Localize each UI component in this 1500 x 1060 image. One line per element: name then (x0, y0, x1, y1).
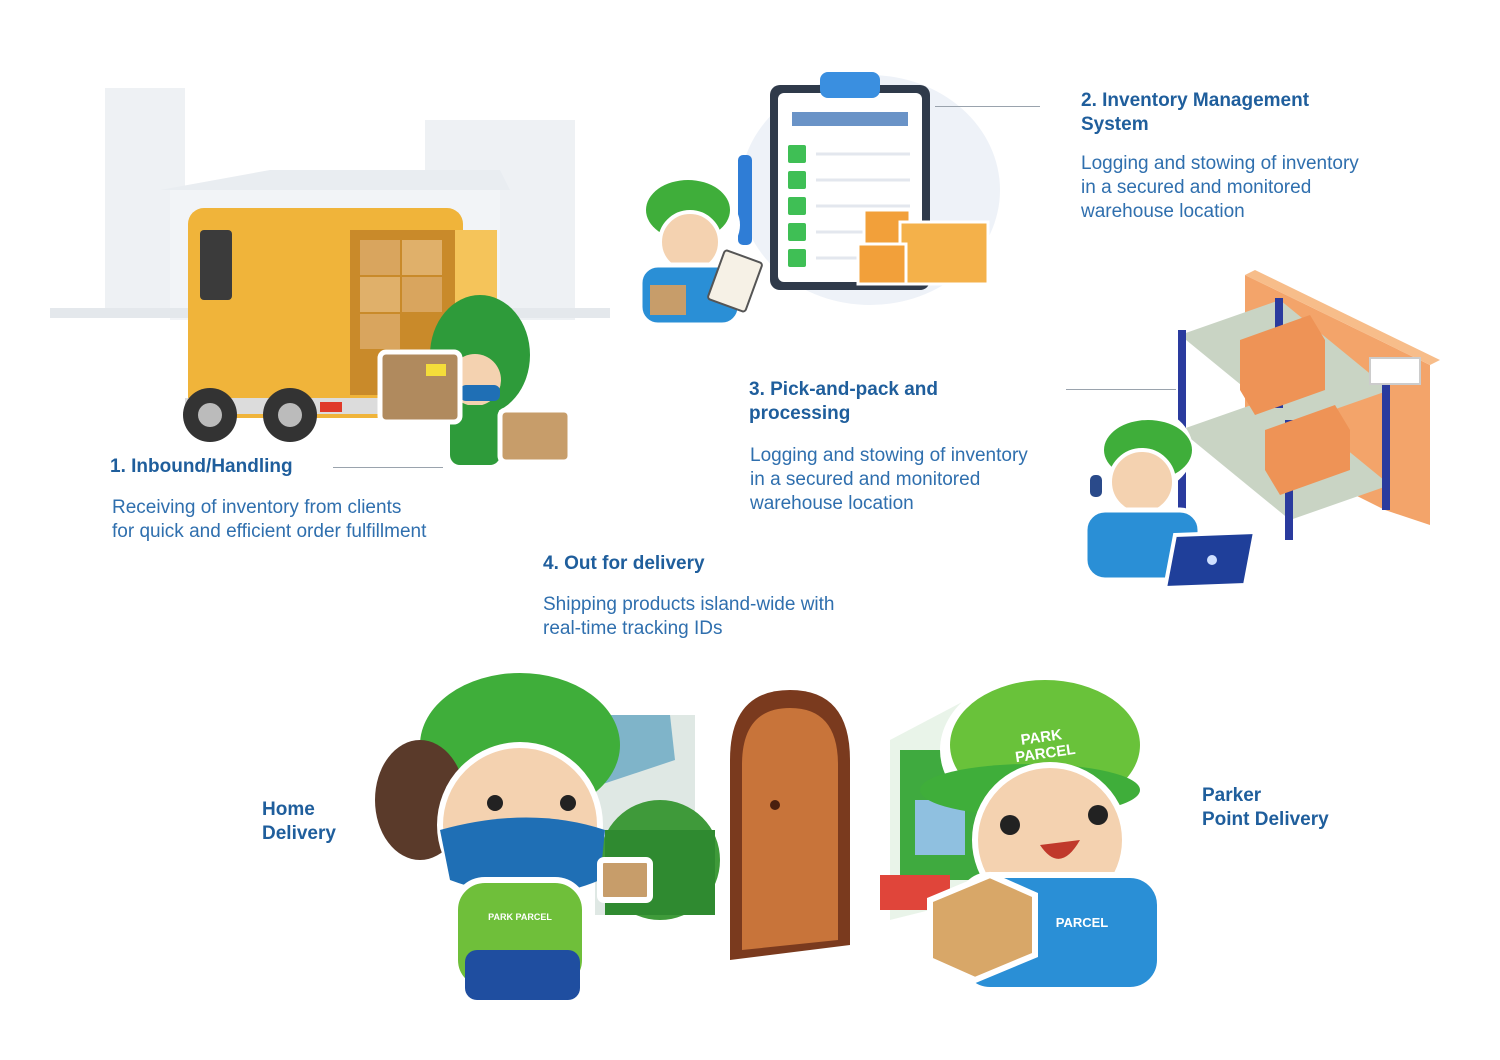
step2-leader-line (935, 106, 1040, 107)
step4-title: 4. Out for delivery (543, 553, 705, 574)
home-delivery-label: Home Delivery (262, 799, 336, 844)
step1-description: Receiving of inventory from clients for … (112, 497, 427, 542)
clipboard-checklist (637, 72, 1000, 328)
inventory-illustration (620, 60, 1020, 350)
inbound-illustration (50, 80, 610, 480)
warehouse-background (50, 88, 610, 465)
step2-description: Logging and stowing of inventory in a se… (1081, 153, 1359, 222)
step1-leader-line (333, 467, 443, 468)
step3-title: 3. Pick-and-pack and processing (749, 379, 939, 424)
shirt-logo-text: PARK PARCEL (488, 912, 552, 922)
step4-description: Shipping products island-wide with real-… (543, 594, 835, 639)
step3-leader-line (1066, 389, 1176, 390)
delivery-illustration: PARK PARCEL PARK PARCEL PARCEL (370, 665, 1190, 1015)
step3-description: Logging and stowing of inventory in a se… (750, 445, 1028, 514)
cap-logo-text-1: PARK (1020, 726, 1064, 749)
shirt-logo-text-large: PARCEL (1056, 915, 1109, 930)
step1-title: 1. Inbound/Handling (110, 456, 293, 477)
shelf-and-agent (1082, 270, 1440, 591)
pick-pack-illustration (1080, 270, 1440, 600)
delivery-scene: PARK PARCEL PARK PARCEL PARCEL (375, 665, 1163, 1000)
step2-title: 2. Inventory Management System (1081, 90, 1310, 135)
parker-point-delivery-label: Parker Point Delivery (1202, 785, 1329, 830)
